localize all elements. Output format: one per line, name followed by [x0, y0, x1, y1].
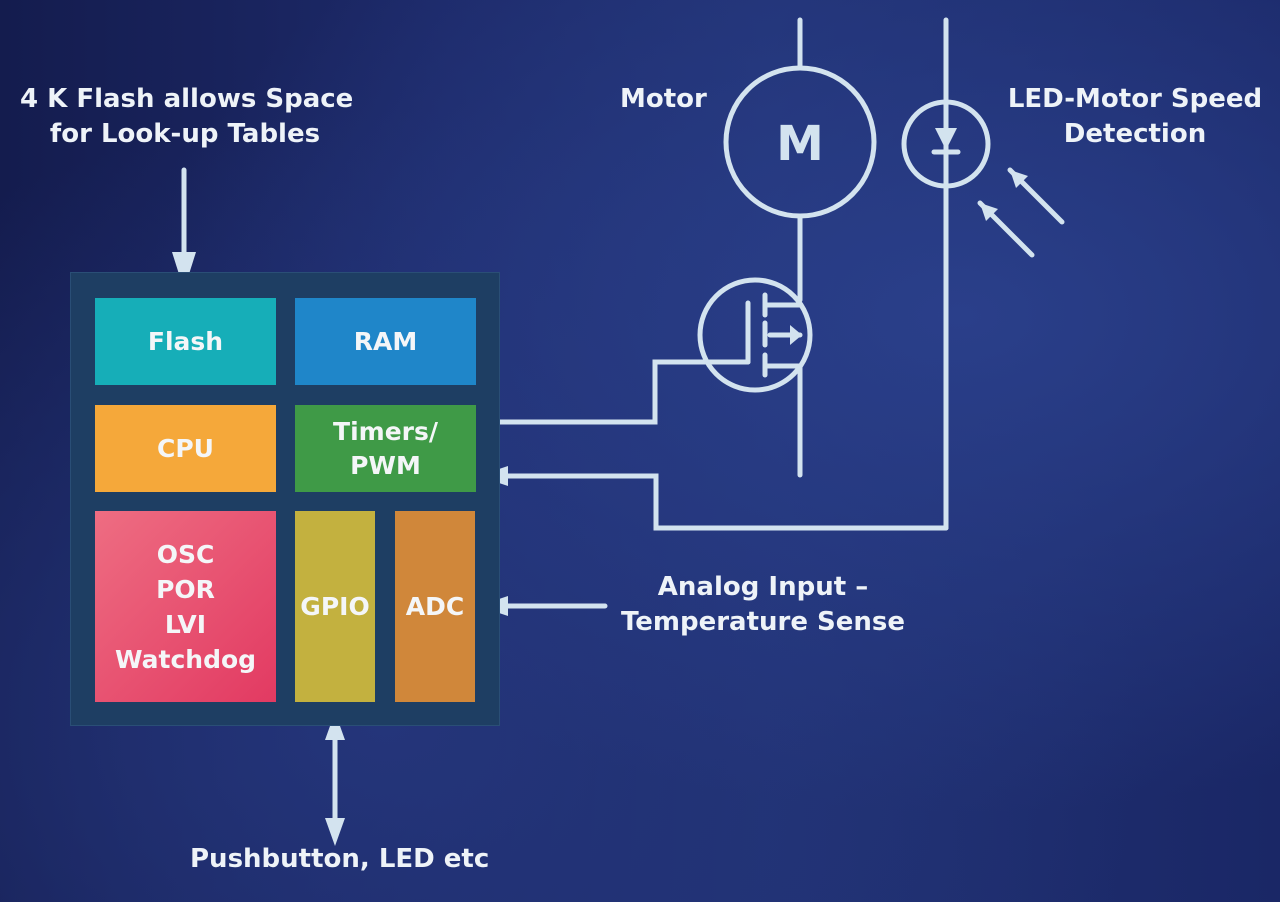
ram-block: RAM: [295, 298, 476, 385]
cpu-block: CPU: [95, 405, 276, 492]
motor-label: Motor: [620, 84, 707, 114]
system-block: OSC POR LVI Watchdog: [95, 511, 276, 702]
mosfet-circle: [697, 277, 813, 393]
timers-pwm-block: Timers/ PWM: [295, 405, 476, 492]
flash-note: 4 K Flash allows Space for Look-up Table…: [20, 84, 354, 150]
feedback-wire: [497, 473, 949, 531]
led-circle: [901, 99, 991, 189]
flash-block: Flash: [95, 298, 276, 385]
analog-note: Analog Input – Temperature Sense: [620, 572, 906, 638]
led-note: LED-Motor Speed Detection: [1007, 84, 1263, 150]
gpio-block: GPIO: [295, 511, 375, 702]
pwm-output-wire: [475, 359, 751, 425]
motor-symbol: M: [776, 116, 824, 172]
adc-block: ADC: [395, 511, 475, 702]
gpio-note: Pushbutton, LED etc: [190, 844, 490, 874]
